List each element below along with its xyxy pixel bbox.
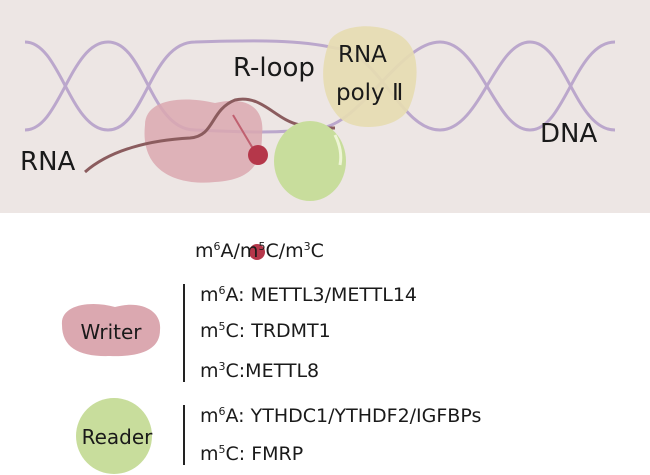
superscript: 5 [218, 443, 226, 456]
text-segment: C/m [265, 240, 304, 262]
text-segment: A: METTL3/METTL14 [225, 284, 418, 306]
superscript: 5 [258, 240, 266, 253]
text-segment: m [200, 405, 219, 427]
legend-writer-shape [61, 304, 161, 357]
text-segment: m [200, 320, 219, 342]
text-segment: C:METTL8 [225, 360, 320, 382]
writer-item: m5C: TRDMT1 [200, 320, 331, 342]
superscript: 6 [213, 240, 221, 253]
legend-modification-dot [249, 244, 265, 260]
rna-polymerase-ii [323, 26, 417, 128]
reader-protein [274, 121, 346, 201]
text-segment: A: YTHDC1/YTHDF2/IGFBPs [225, 405, 482, 427]
text-segment: C [310, 240, 324, 262]
reader-label: Reader [82, 425, 154, 449]
superscript: 6 [218, 405, 226, 418]
superscript: 3 [218, 360, 226, 373]
rna-label: RNA [20, 147, 76, 177]
legend-reader-shape [76, 398, 152, 474]
text-segment: m [200, 443, 219, 465]
text-segment: A/m [220, 240, 259, 262]
writer-protein [144, 99, 263, 183]
superscript: 6 [218, 284, 226, 297]
modification-dot [248, 145, 268, 165]
rna-pol-label-line2: poly Ⅱ [336, 80, 403, 106]
writer-item: m6A: METTL3/METTL14 [200, 284, 417, 306]
rna-pol-label-line1: RNA [338, 42, 387, 68]
text-segment: C: TRDMT1 [225, 320, 331, 342]
reader-item: m6A: YTHDC1/YTHDF2/IGFBPs [200, 405, 481, 427]
superscript: 5 [218, 320, 226, 333]
text-segment: m [200, 360, 219, 382]
text-segment: m [200, 284, 219, 306]
text-segment: C: FMRP [225, 443, 304, 465]
modification-linker [232, 114, 256, 153]
r-loop-label: R-loop [233, 53, 315, 83]
writer-item: m3C:METTL8 [200, 360, 319, 382]
reader-item: m5C: FMRP [200, 443, 303, 465]
legend-modification-text: m6A/m5C/m3C [195, 240, 324, 262]
reader-highlight [333, 134, 343, 166]
writer-label: Writer [80, 320, 142, 344]
superscript: 3 [303, 240, 311, 253]
dna-label: DNA [540, 119, 597, 149]
text-segment: m [195, 240, 214, 262]
